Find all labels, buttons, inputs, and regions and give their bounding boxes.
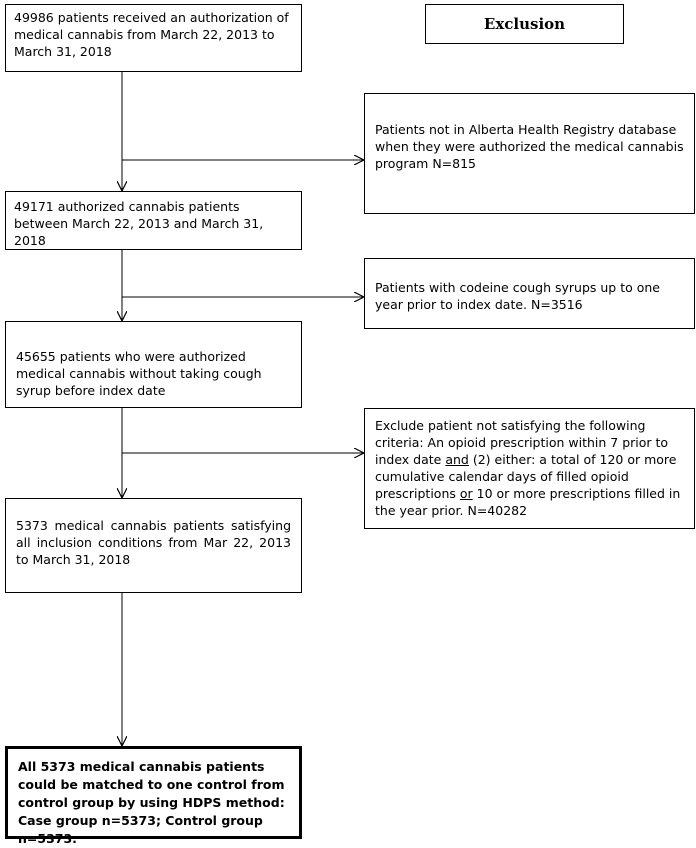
flow-step-2-text: 49171 authorized cannabis patients betwe… (14, 199, 264, 248)
flow-step-3: 45655 patients who were authorized medic… (5, 321, 302, 408)
exclusion-3-or-word: or (459, 486, 473, 501)
exclusion-box-3-text: Exclude patient not satisfying the follo… (375, 417, 686, 519)
exclusion-box-2-text: Patients with codeine cough syrups up to… (375, 280, 660, 312)
exclusion-box-3: Exclude patient not satisfying the follo… (364, 408, 695, 529)
exclusion-3-part-3: 10 or more prescriptions filled in the y… (375, 486, 681, 518)
flow-step-1: 49986 patients received an authorization… (5, 4, 302, 72)
flow-step-4-text: 5373 medical cannabis patients satisfyin… (16, 518, 291, 567)
exclusion-box-1: Patients not in Alberta Health Registry … (364, 93, 695, 214)
exclusion-3-part-1: Exclude patient not satisfying the follo… (375, 418, 669, 467)
exclusion-box-2: Patients with codeine cough syrups up to… (364, 258, 695, 329)
flow-step-1-text: 49986 patients received an authorization… (14, 10, 289, 59)
flow-step-2: 49171 authorized cannabis patients betwe… (5, 191, 302, 250)
exclusion-3-and-word: and (445, 452, 469, 467)
flow-final-result: All 5373 medical cannabis patients could… (5, 746, 302, 846)
exclusion-3-part-2: (2) either: a total of 120 or more cumul… (375, 452, 677, 501)
exclusion-header: Exclusion (425, 4, 624, 44)
flow-step-4: 5373 medical cannabis patients satisfyin… (5, 498, 302, 593)
flow-step-3-text: 45655 patients who were authorized medic… (16, 349, 262, 398)
flow-final-result-text: All 5373 medical cannabis patients could… (18, 759, 285, 846)
exclusion-header-label: Exclusion (483, 15, 566, 33)
exclusion-box-1-text: Patients not in Alberta Health Registry … (375, 122, 684, 171)
